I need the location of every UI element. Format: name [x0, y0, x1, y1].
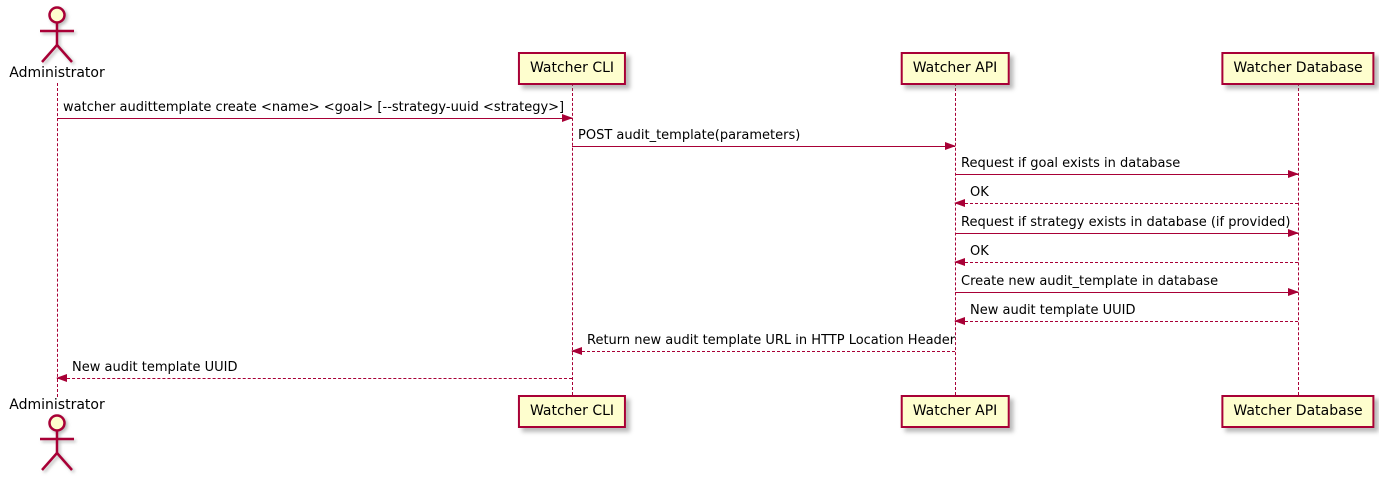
arrowhead-right-icon	[1288, 288, 1299, 296]
participant-watcher-database-bottom: Watcher Database	[1221, 395, 1375, 428]
lifeline-watcher-database	[1298, 83, 1299, 395]
lifeline-administrator	[57, 83, 58, 397]
message-4-label: OK	[970, 185, 989, 200]
actor-label-bottom: Administrator	[9, 397, 105, 413]
message-1-line	[57, 118, 572, 119]
arrowhead-left-icon	[954, 258, 965, 266]
message-6-label: OK	[970, 244, 989, 259]
message-9-label: Return new audit template URL in HTTP Lo…	[587, 333, 956, 348]
message-1-label: watcher audittemplate create <name> <goa…	[63, 100, 565, 115]
participant-watcher-cli-bottom: Watcher CLI	[517, 395, 627, 428]
arrowhead-right-icon	[945, 142, 956, 150]
message-4-line	[955, 203, 1298, 204]
message-5-label: Request if strategy exists in database (…	[961, 215, 1291, 230]
message-2-line	[572, 146, 955, 147]
arrowhead-right-icon	[1288, 170, 1299, 178]
actor-icon	[40, 6, 74, 63]
participant-watcher-api-top: Watcher API	[900, 52, 1010, 85]
arrowhead-left-icon	[56, 374, 67, 382]
arrowhead-left-icon	[954, 317, 965, 325]
arrowhead-left-icon	[571, 347, 582, 355]
message-2-label: POST audit_template(parameters)	[578, 128, 801, 143]
message-6-line	[955, 262, 1298, 263]
message-3-label: Request if goal exists in database	[961, 156, 1181, 171]
message-7-label: Create new audit_template in database	[961, 274, 1219, 289]
message-8-line	[955, 321, 1298, 322]
message-7-line	[955, 292, 1298, 293]
message-5-line	[955, 233, 1298, 234]
actor-icon	[40, 414, 74, 471]
message-10-line	[57, 378, 572, 379]
lifeline-watcher-api	[955, 83, 956, 395]
message-10-label: New audit template UUID	[72, 360, 238, 375]
arrowhead-left-icon	[954, 199, 965, 207]
message-3-line	[955, 174, 1298, 175]
actor-label-top: Administrator	[9, 65, 105, 81]
arrowhead-right-icon	[1288, 229, 1299, 237]
participant-watcher-api-bottom: Watcher API	[900, 395, 1010, 428]
lifeline-watcher-cli	[572, 83, 573, 395]
message-9-line	[572, 351, 955, 352]
message-8-label: New audit template UUID	[970, 303, 1136, 318]
arrowhead-right-icon	[562, 114, 573, 122]
participant-watcher-cli-top: Watcher CLI	[517, 52, 627, 85]
participant-watcher-database-top: Watcher Database	[1221, 52, 1375, 85]
